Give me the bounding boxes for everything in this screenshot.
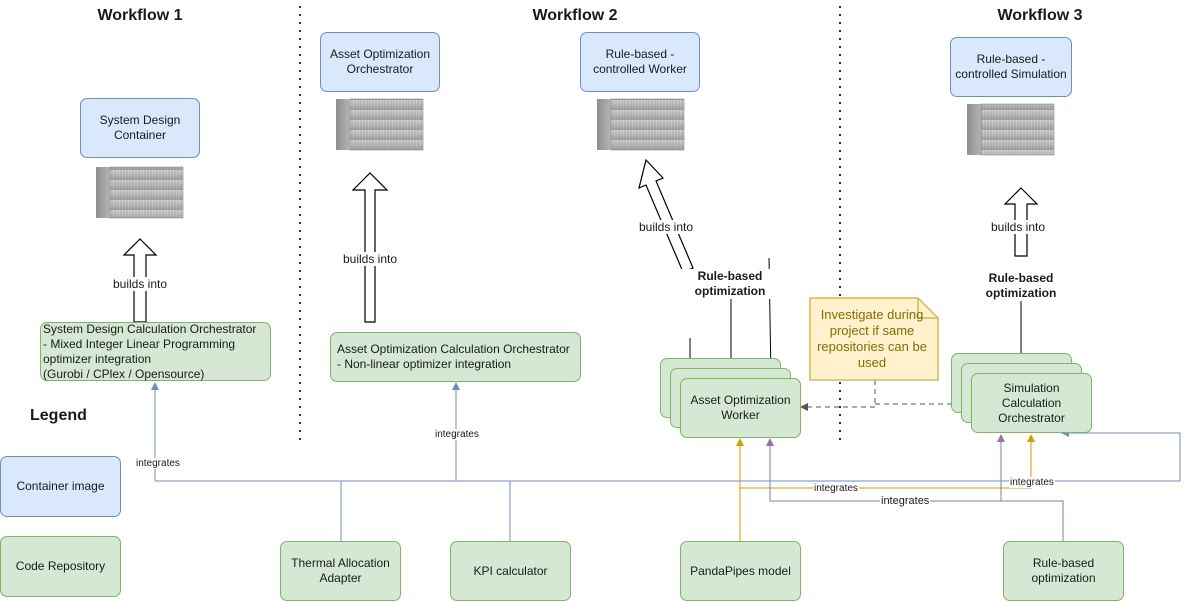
investigate-note: Investigate during project if same repos… (817, 307, 927, 370)
rule-based-optimization-label-2: Rule-based optimization (971, 271, 1071, 301)
container-system-design[interactable]: System Design Container (80, 98, 200, 158)
legend-title: Legend (30, 407, 87, 424)
repo-kpi-calculator[interactable]: KPI calculator (450, 541, 571, 601)
rule-based-optimization-label-1: Rule-based optimization (680, 269, 780, 299)
integrates-label-4: integrates (1009, 477, 1055, 488)
builds-into-label-2: builds into (336, 252, 404, 266)
legend-code-repository: Code Repository (0, 536, 121, 597)
container-rule-based-worker[interactable]: Rule-based - controlled Worker (580, 32, 700, 92)
container-asset-optimization-orchestrator[interactable]: Asset Optimization Orchestrator (320, 32, 440, 92)
workflow-3-title: Workflow 3 (997, 7, 1083, 24)
legend-container-image: Container image (0, 456, 121, 517)
integrates-label-1: integrates (135, 458, 181, 469)
repo-simulation-calculation-orchestrator[interactable]: Simulation Calculation Orchestrator (971, 373, 1092, 433)
workflow-2-title: Workflow 2 (532, 7, 618, 24)
repo-rule-based-optimization[interactable]: Rule-based optimization (1003, 541, 1124, 601)
container-graphic-4 (967, 103, 1055, 156)
repo-system-design-calculation-orchestrator[interactable]: System Design Calculation Orchestrator -… (40, 322, 271, 381)
container-rule-based-simulation[interactable]: Rule-based - controlled Simulation (950, 37, 1072, 97)
builds-into-arrow-2 (351, 172, 389, 323)
repo-pandapipes-model[interactable]: PandaPipes model (680, 541, 801, 601)
builds-into-label-3: builds into (632, 220, 700, 234)
builds-into-arrow-3 (638, 158, 694, 273)
builds-into-label-4: builds into (984, 220, 1052, 234)
integrates-label-5: integrates (880, 495, 931, 507)
workflow-1-title: Workflow 1 (97, 7, 183, 24)
note-shape (809, 297, 939, 381)
container-graphic-3 (597, 98, 685, 151)
container-graphic-2 (336, 98, 424, 151)
repo-asset-optimization-calculation-orchestrator[interactable]: Asset Optimization Calculation Orchestra… (330, 332, 581, 382)
integrates-label-2: integrates (434, 429, 480, 440)
builds-into-label-1: builds into (106, 277, 174, 291)
integrates-label-3: integrates (813, 483, 859, 494)
repo-thermal-allocation-adapter[interactable]: Thermal Allocation Adapter (280, 541, 401, 601)
container-graphic-1 (96, 166, 184, 219)
repo-asset-optimization-worker[interactable]: Asset Optimization Worker (680, 378, 801, 438)
